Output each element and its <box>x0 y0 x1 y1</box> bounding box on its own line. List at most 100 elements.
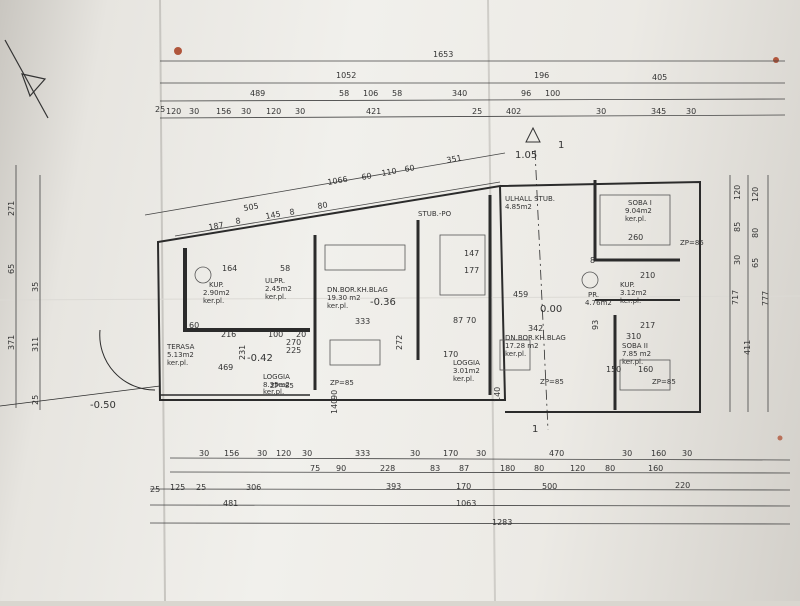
dim-label: 30 <box>295 107 305 116</box>
dim-label: 25 <box>472 107 482 116</box>
tag-label: ZP=85 <box>270 382 294 390</box>
dim-label: 120 <box>166 107 181 116</box>
room-area: 4.76m2 <box>585 299 612 307</box>
room-area: 3.12m2 <box>620 289 647 297</box>
dim-label: 60 <box>189 321 199 330</box>
dim-overall-top: 1653 <box>433 50 453 59</box>
dim-label: 393 <box>386 482 401 491</box>
dim-label: 30 <box>410 449 420 458</box>
dim-label: 8 <box>289 207 296 217</box>
dim-label: 60 <box>361 171 373 182</box>
room-finish: ker.pl. <box>203 297 224 305</box>
dim-label: 25 <box>155 105 165 114</box>
room-terasa: TERASA 5.13m2 ker.pl. <box>166 343 195 367</box>
section-marker-bottom: 1 <box>532 424 538 435</box>
dim-label: 160 <box>648 464 663 473</box>
dim-label: 351 <box>446 153 463 165</box>
dim-label: 489 <box>250 89 265 98</box>
dim-label: 90 <box>336 464 346 473</box>
dim-label: 156 <box>224 449 239 458</box>
dim-label: 87 <box>459 464 469 473</box>
dim-label: 1066 <box>327 175 349 187</box>
dim-label: 342 <box>528 324 543 333</box>
dim-label: 459 <box>513 290 528 299</box>
dim-label: 777 <box>761 291 770 306</box>
dim-label: 170 <box>456 482 471 491</box>
room-name: KUP. <box>209 281 224 289</box>
level-marker: -0.36 <box>370 297 396 308</box>
dim-label: 30 <box>686 107 696 116</box>
dim-label: 80 <box>751 228 760 238</box>
dim-label: 1063 <box>456 499 476 508</box>
room-name: ULPR. <box>265 277 285 285</box>
dim-label: 260 <box>628 233 643 242</box>
room-finish: ker.pl. <box>625 215 646 223</box>
room-name: DN.BOR.KH.BLAG <box>505 334 566 342</box>
tag-label: ZP=85 <box>652 378 676 386</box>
room-finish: ker.pl. <box>622 358 643 366</box>
fold-line <box>159 0 166 602</box>
room-finish: ker.pl. <box>453 375 474 383</box>
dim-label: 421 <box>366 107 381 116</box>
dimension-lines <box>15 60 791 525</box>
room-kup-left: KUP. 2.90m2 ker.pl. <box>203 281 230 305</box>
dim-label: 500 <box>542 482 557 491</box>
dim-label: 85 <box>733 222 742 232</box>
room-area: 2.45m2 <box>265 285 292 293</box>
dim-label: 228 <box>380 464 395 473</box>
dim-label: 35 <box>31 282 40 292</box>
room-ulpr: ULPR. 2.45m2 ker.pl. <box>265 277 292 301</box>
dim-label: 310 <box>626 332 641 341</box>
room-area: 5.13m2 <box>167 351 194 359</box>
level-marker: -0.42 <box>247 353 273 364</box>
dim-label: 470 <box>549 449 564 458</box>
level-marker: 1.05 <box>515 150 537 161</box>
room-area: 19.30 m2 <box>327 294 361 302</box>
dim-label: 411 <box>743 340 752 355</box>
dim-label: 306 <box>246 483 261 492</box>
dim-label: 25 <box>150 485 160 494</box>
walls <box>0 149 701 431</box>
room-finish: ker.pl. <box>167 359 188 367</box>
dim-label: 30 <box>199 449 209 458</box>
section-marker-top: 1 <box>525 126 564 151</box>
dim-label: 147 <box>464 249 479 258</box>
dim-label: 405 <box>652 73 667 82</box>
section-label: 1 <box>558 140 564 151</box>
dim-label: 225 <box>286 346 301 355</box>
dim-label: 80 <box>534 464 544 473</box>
dim-label: 58 <box>392 89 402 98</box>
dim-label: 402 <box>506 107 521 116</box>
dim-label: 170 <box>443 350 458 359</box>
room-loggia-mid: LOGGIA 3.01m2 ker.pl. <box>453 359 480 383</box>
room-kup-right: KUP. 3.12m2 ker.pl. <box>620 281 647 305</box>
dim-label: 30 <box>733 255 742 265</box>
dim-label: 80 <box>605 464 615 473</box>
dim-label: 505 <box>243 201 260 213</box>
room-loggia-left: LOGGIA 8.35m2 ker.pl. <box>263 373 290 396</box>
dim-label: 120 <box>276 449 291 458</box>
dim-label: 25 <box>196 483 206 492</box>
dim-label: 150 <box>606 365 621 374</box>
dim-label: 140 <box>493 387 502 402</box>
dim-label: 311 <box>31 337 40 352</box>
section-label: 1 <box>532 424 538 435</box>
level-marker: -0.50 <box>90 400 116 411</box>
dim-label: 65 <box>7 264 16 274</box>
dim-overall-bottom: 1283 <box>492 518 512 527</box>
room-area: 3.01m2 <box>453 367 480 375</box>
tag-label: ZP=85 <box>540 378 564 386</box>
dim-label: 25 <box>31 395 40 405</box>
dim-label: 340 <box>452 89 467 98</box>
dim-label: 271 <box>7 201 16 216</box>
room-finish: ker.pl. <box>327 302 348 310</box>
dim-label: 217 <box>640 321 655 330</box>
dim-label: 30 <box>476 449 486 458</box>
dim-label: 469 <box>218 363 233 372</box>
dim-label: 80 <box>317 200 329 211</box>
dim-label: 170 <box>443 449 458 458</box>
dim-label: 231 <box>238 345 247 360</box>
stain <box>174 47 182 55</box>
dim-label: 75 <box>310 464 320 473</box>
dim-label: 333 <box>355 317 370 326</box>
